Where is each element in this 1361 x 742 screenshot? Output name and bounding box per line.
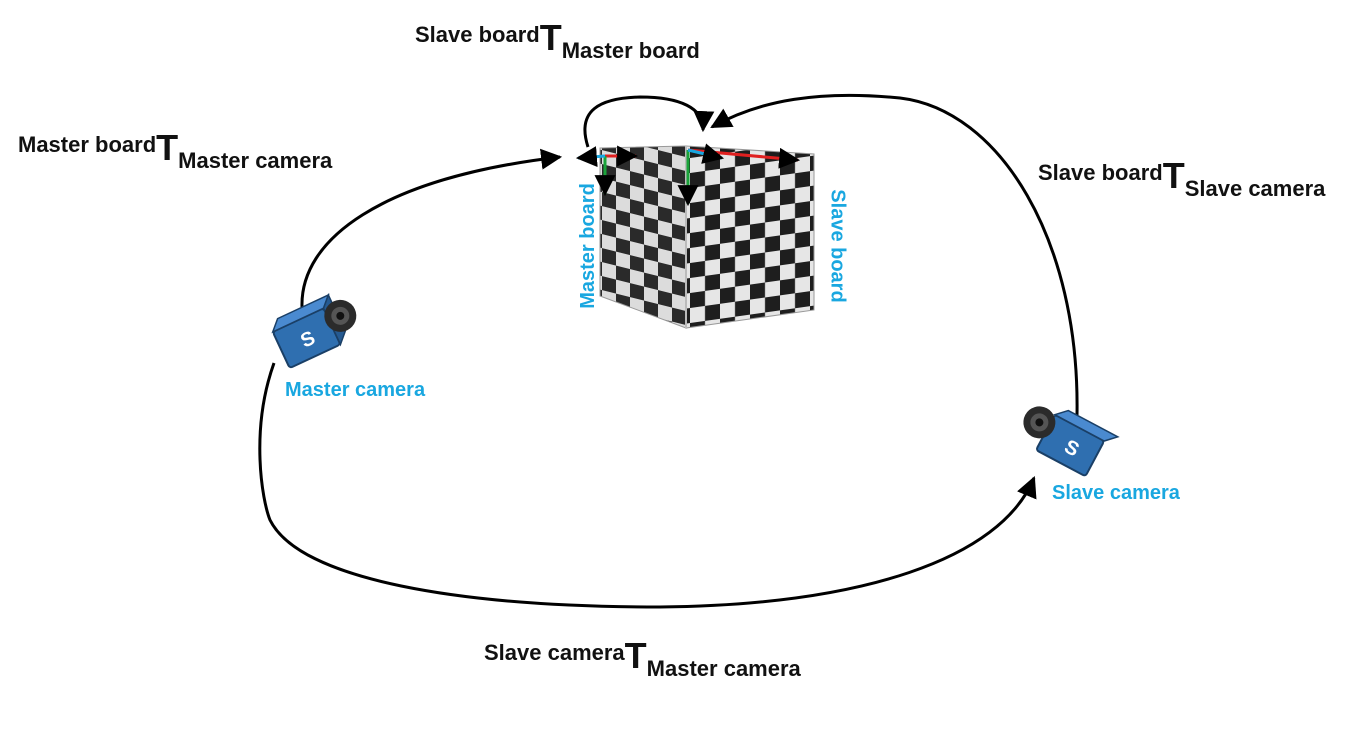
label-subscript: Master camera xyxy=(646,656,801,681)
label-T: T xyxy=(539,17,562,58)
label-subscript: Master camera xyxy=(178,148,333,173)
arrow-slave-camera-to-slave-board xyxy=(710,93,1079,416)
master-board-axes xyxy=(575,145,639,197)
slave-camera-label: Slave camera xyxy=(1052,482,1180,504)
arrow-master-camera-to-master-board xyxy=(300,148,563,308)
label-prefix: Slave board xyxy=(1038,160,1163,185)
arrow-master-board-to-slave-board xyxy=(583,95,715,148)
arrow-master-camera-to-slave-camera xyxy=(258,362,1037,609)
master-camera-label: Master camera xyxy=(285,379,426,401)
label-slave-camera-T-master-camera: Slave cameraTMaster camera xyxy=(484,635,801,680)
label-master-board-T-master-camera: Master boardTMaster camera xyxy=(18,127,332,172)
slave-board-axes xyxy=(677,143,801,207)
slave-board-label: Slave board xyxy=(826,189,849,303)
camera-icon: S xyxy=(1023,406,1120,477)
checkerboard-cube-icon xyxy=(599,145,815,329)
master-board-face xyxy=(599,145,687,329)
label-slave-board-T-master-board: Slave boardTMaster board xyxy=(415,17,700,62)
label-T: T xyxy=(156,127,179,168)
label-prefix: Slave board xyxy=(415,22,540,47)
slave-board-face xyxy=(685,145,815,329)
label-T: T xyxy=(624,635,647,676)
label-T: T xyxy=(1162,155,1185,196)
label-subscript: Master board xyxy=(561,38,700,63)
master-board-label: Master board xyxy=(576,183,599,309)
label-prefix: Slave camera xyxy=(484,640,625,665)
camera-icon: S xyxy=(271,292,357,369)
label-subscript: Slave camera xyxy=(1184,176,1326,201)
label-prefix: Master board xyxy=(18,132,157,157)
label-slave-board-T-slave-camera: Slave boardTSlave camera xyxy=(1038,155,1325,200)
